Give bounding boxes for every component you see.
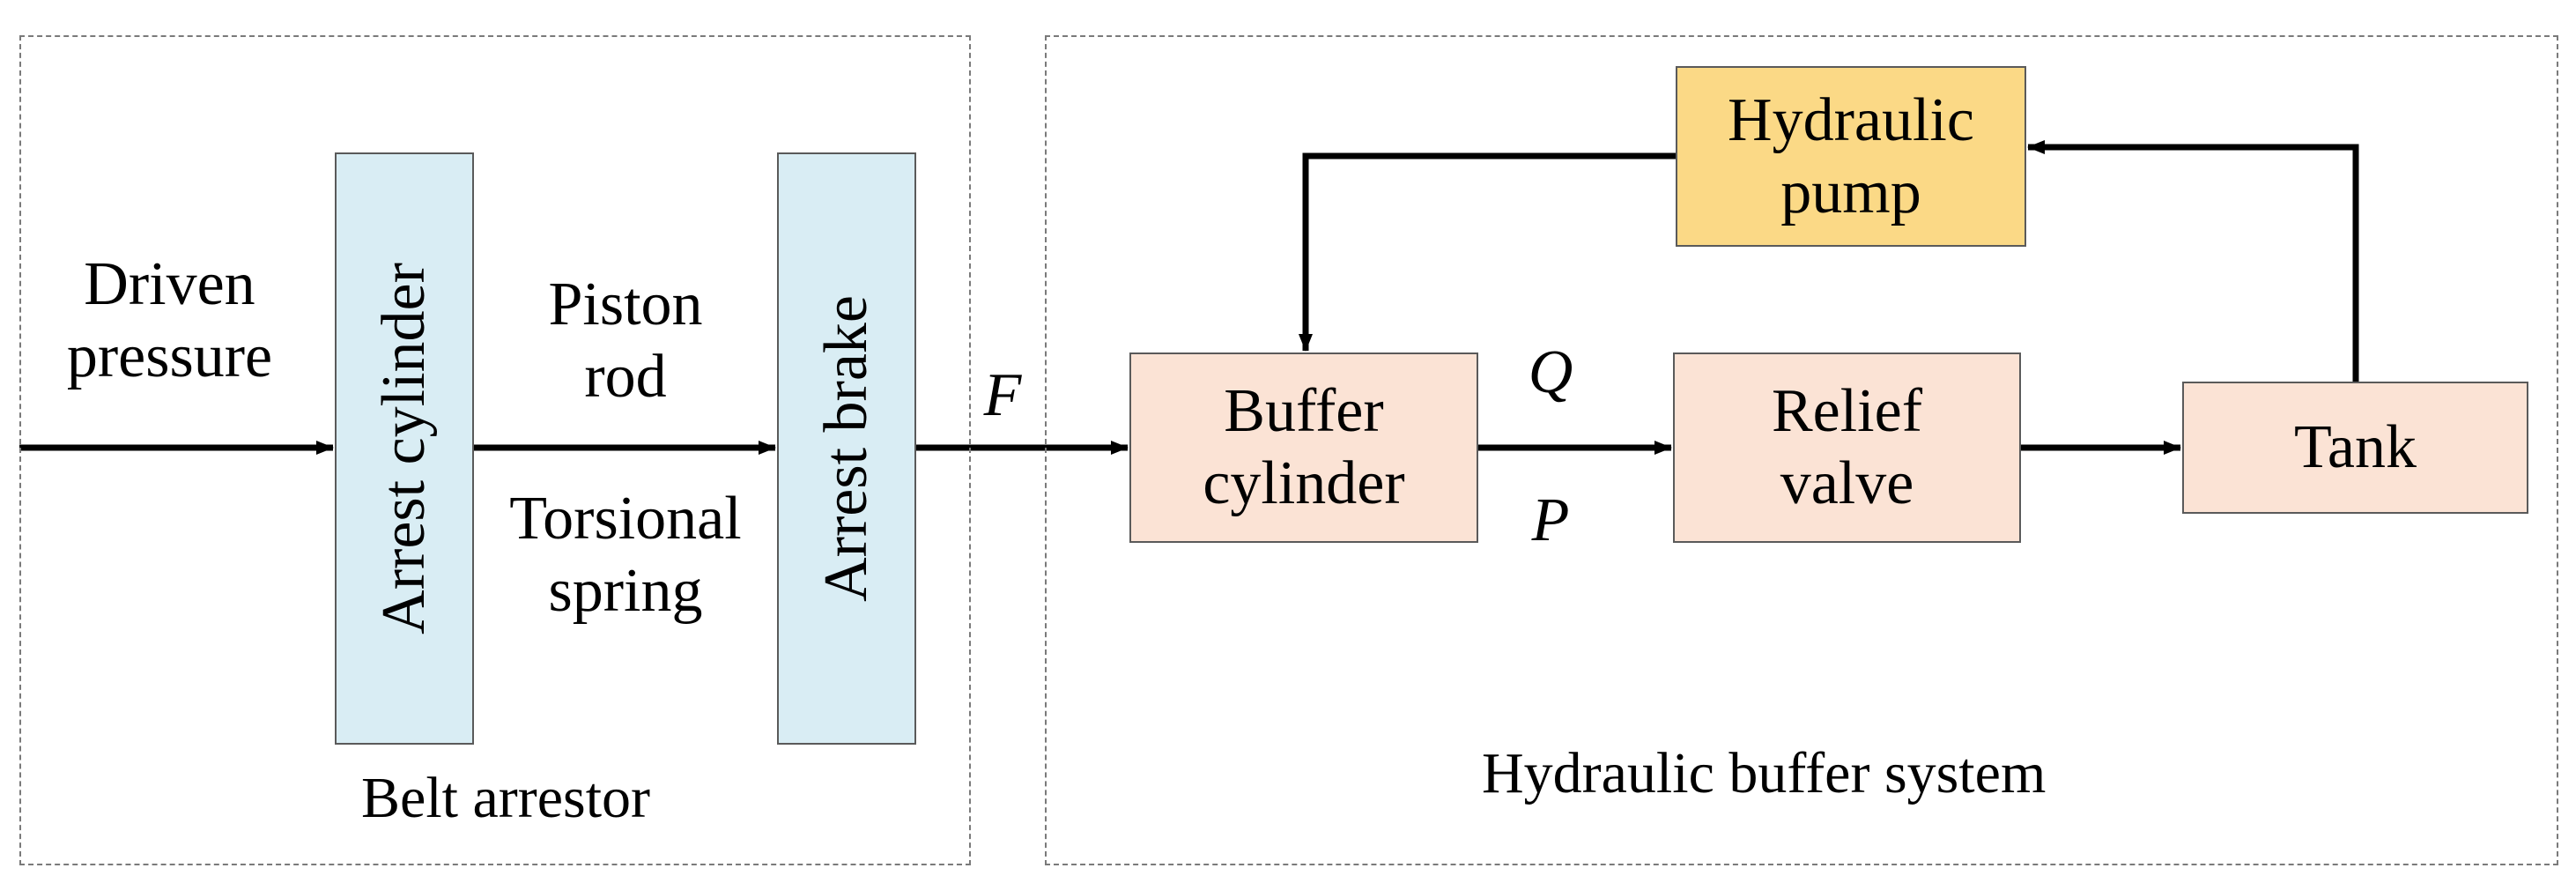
arrow-hydraulic-pump-to-buffer-cylinder — [1299, 152, 1676, 352]
arrest-cylinder-label: Arrest cylinder — [370, 263, 439, 634]
belt-arrestor-caption: Belt arrestor — [361, 766, 651, 830]
hydraulic-pump-block: Hydraulic pump — [1676, 66, 2026, 247]
pressure-symbol-label: P — [1531, 486, 1570, 554]
hydraulic-buffer-caption: Hydraulic buffer system — [1482, 741, 2047, 805]
hydraulic-buffer-region — [1045, 35, 2558, 865]
buffer-cylinder-block: Buffer cylinder — [1129, 352, 1478, 543]
torsional-spring-label: Torsional spring — [509, 485, 742, 625]
tank-block: Tank — [2182, 382, 2528, 514]
arrow-tank-to-hydraulic-pump — [2027, 140, 2359, 382]
arrest-brake-label: Arrest brake — [812, 295, 881, 602]
force-symbol-label: F — [983, 361, 1022, 429]
flow-symbol-label: Q — [1528, 338, 1573, 406]
driven-pressure-label: Driven pressure — [66, 250, 273, 390]
belt-arrestor-region — [19, 35, 971, 865]
piston-rod-label: Piston rod — [548, 271, 703, 411]
relief-valve-block: Relief valve — [1673, 352, 2021, 543]
arrest-cylinder-block: Arrest cylinder — [335, 152, 474, 745]
arrest-brake-block: Arrest brake — [777, 152, 916, 745]
